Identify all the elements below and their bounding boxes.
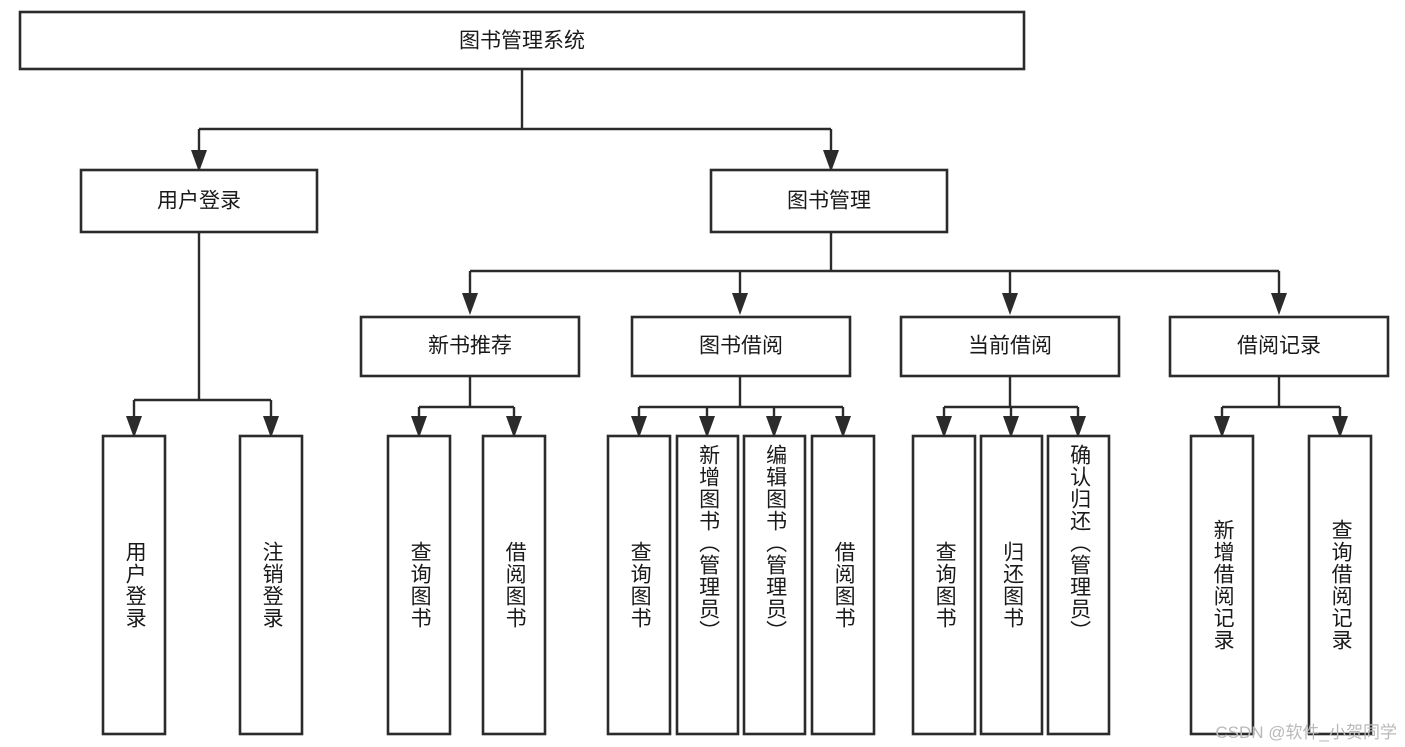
node-borrow-record-label: 借阅记录 <box>1237 335 1321 358</box>
node-user-login[interactable] <box>79 168 319 234</box>
node-new-book-recommend[interactable] <box>359 315 581 378</box>
node-leaf-add-book[interactable] <box>675 434 740 736</box>
connector-userlogin-to-leaves <box>126 232 279 438</box>
node-new-book-recommend-label: 新书推荐 <box>428 335 512 358</box>
node-root-label: 图书管理系统 <box>459 30 585 53</box>
node-leaf-query-book-2[interactable] <box>606 434 672 736</box>
node-book-manage[interactable] <box>709 168 949 234</box>
node-leaf-borrow-book-1[interactable] <box>481 434 547 736</box>
connector-bookmanage-to-level3 <box>462 232 1287 315</box>
node-leaf-user-login[interactable] <box>101 434 167 736</box>
node-leaf-borrow-book-2[interactable] <box>810 434 876 736</box>
node-book-borrow-label: 图书借阅 <box>699 335 783 358</box>
connector-root-to-level2 <box>191 69 839 172</box>
node-current-borrow-label: 当前借阅 <box>968 335 1052 358</box>
node-book-manage-label: 图书管理 <box>787 190 871 213</box>
node-book-borrow[interactable] <box>630 315 852 378</box>
node-leaf-add-record[interactable] <box>1189 434 1255 736</box>
node-root[interactable] <box>18 10 1026 71</box>
node-leaf-query-book-1[interactable] <box>386 434 452 736</box>
node-leaf-confirm-return[interactable] <box>1046 434 1111 736</box>
node-user-login-label: 用户登录 <box>157 190 241 213</box>
node-leaf-return-book[interactable] <box>979 434 1044 736</box>
connector-bookborrow-to-leaves <box>631 376 851 438</box>
node-borrow-record[interactable] <box>1168 315 1390 378</box>
node-leaf-edit-book[interactable] <box>742 434 807 736</box>
node-current-borrow[interactable] <box>899 315 1121 378</box>
node-leaf-query-record[interactable] <box>1307 434 1373 736</box>
connector-borrowrecord-to-leaves <box>1214 376 1348 438</box>
connector-currentborrow-to-leaves <box>936 376 1086 438</box>
node-leaf-query-book-3[interactable] <box>911 434 977 736</box>
watermark-text: CSDN @软件_小贺同学 <box>1215 723 1397 742</box>
node-leaf-logout-login[interactable] <box>238 434 304 736</box>
connector-newbook-to-leaves <box>411 376 522 438</box>
